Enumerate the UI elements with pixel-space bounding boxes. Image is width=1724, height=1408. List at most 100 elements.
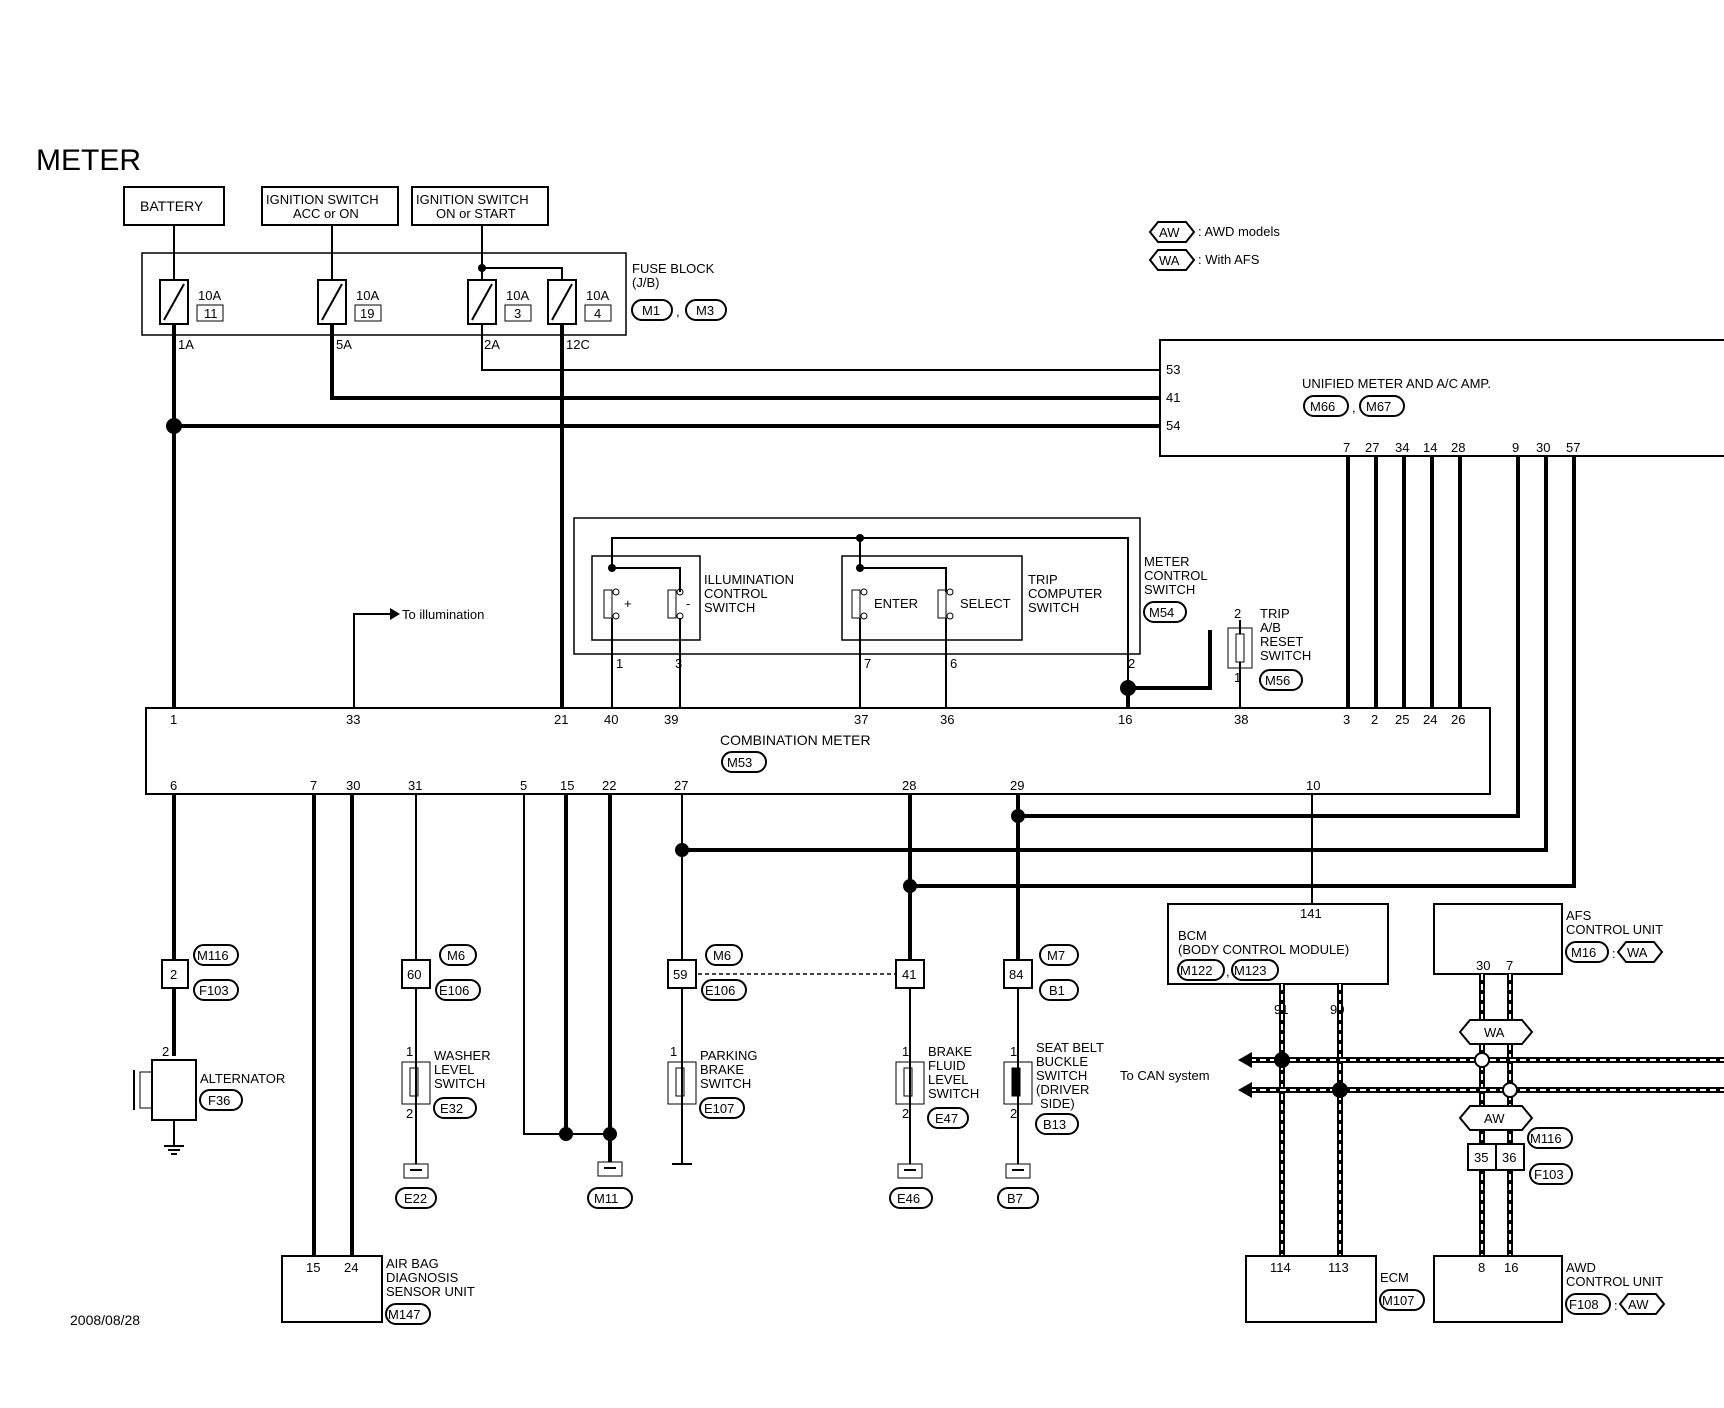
svg-text:2: 2	[902, 1106, 909, 1121]
svg-text:TRIP: TRIP	[1028, 572, 1058, 587]
svg-text:M7: M7	[1047, 948, 1065, 963]
fuse-conn-2	[685, 299, 727, 321]
fuse-4: 10A 4 12C	[547, 279, 612, 352]
svg-text:36: 36	[1502, 1150, 1516, 1165]
svg-text:,: ,	[1352, 400, 1356, 415]
fuse-block-box	[141, 252, 627, 336]
svg-text:7: 7	[1506, 958, 1513, 973]
svg-text:15: 15	[306, 1260, 320, 1275]
svg-text:M6: M6	[713, 948, 731, 963]
ign-acc-box	[261, 186, 399, 226]
svg-text:1: 1	[1234, 670, 1241, 685]
unified-meter-box	[1159, 339, 1724, 457]
svg-text:A/B: A/B	[1260, 620, 1281, 635]
illumination-control-switch	[591, 555, 701, 641]
afs-control-unit: AFS CONTROL UNIT M16 : WA 30 7	[1433, 903, 1664, 975]
svg-text:3: 3	[1343, 712, 1350, 727]
svg-text:METER: METER	[1144, 554, 1190, 569]
ign-acc-label-2: ACC or ON	[293, 206, 359, 221]
svg-text:B13: B13	[1043, 1117, 1066, 1132]
svg-text:35: 35	[1474, 1150, 1488, 1165]
svg-text:CONTROL UNIT: CONTROL UNIT	[1566, 1274, 1663, 1289]
svg-text:57: 57	[1566, 440, 1580, 455]
svg-text:E22: E22	[404, 1191, 427, 1206]
svg-text:37: 37	[854, 712, 868, 727]
washer-level-switch: 1 2 WASHER LEVEL SWITCH E32 E22	[395, 1044, 491, 1209]
svg-text:CONTROL: CONTROL	[1144, 568, 1208, 583]
svg-text:16: 16	[1118, 712, 1132, 727]
svg-text:M67: M67	[1366, 399, 1391, 414]
svg-text:COMPUTER: COMPUTER	[1028, 586, 1102, 601]
svg-text:AFS: AFS	[1566, 908, 1592, 923]
svg-text:24: 24	[1423, 712, 1437, 727]
svg-text:M54: M54	[1149, 605, 1174, 620]
ecm-module: 114 113 ECM M107	[1245, 1255, 1425, 1323]
svg-text:FLUID: FLUID	[928, 1058, 966, 1073]
connector-alternator: 2 M116 F103	[161, 944, 239, 1001]
svg-text:2: 2	[406, 1106, 413, 1121]
svg-text:,: ,	[676, 304, 680, 319]
connector-brake: 41	[895, 959, 925, 989]
awd-control-unit: 8 16 AWD CONTROL UNIT F108 : AW	[1433, 1255, 1666, 1323]
svg-text:38: 38	[1234, 712, 1248, 727]
diagram-date: 2008/08/28	[70, 1312, 140, 1328]
ign-on-box	[411, 186, 549, 226]
svg-text:11: 11	[204, 306, 218, 321]
svg-text:54: 54	[1166, 418, 1180, 433]
svg-text:SIDE): SIDE)	[1040, 1096, 1075, 1111]
svg-text:113: 113	[1328, 1260, 1349, 1275]
connector-washer: 60 M6 E106	[401, 944, 481, 1001]
svg-text:4: 4	[594, 306, 601, 321]
svg-text:CONTROL: CONTROL	[704, 586, 768, 601]
ign-on-label-2: ON or START	[436, 206, 516, 221]
svg-text:1A: 1A	[178, 337, 194, 352]
svg-text:39: 39	[664, 712, 678, 727]
svg-text:1: 1	[902, 1044, 909, 1059]
svg-text:15: 15	[560, 778, 574, 793]
svg-text:114: 114	[1270, 1260, 1291, 1275]
legend-wa-label: : With AFS	[1198, 252, 1260, 267]
fuse-conn-1	[631, 299, 673, 321]
svg-text:5A: 5A	[336, 337, 352, 352]
svg-text:2: 2	[1371, 712, 1378, 727]
svg-text:21: 21	[554, 712, 568, 727]
svg-text:E47: E47	[935, 1111, 958, 1126]
ground-m11: M11	[587, 1161, 633, 1209]
air-bag-sensor-unit: 15 24 AIR BAG DIAGNOSIS SENSOR UNIT M147	[281, 1255, 475, 1325]
svg-text:DIAGNOSIS: DIAGNOSIS	[386, 1270, 459, 1285]
wire-5a	[330, 324, 1160, 400]
svg-text:60: 60	[407, 967, 421, 982]
connector-seat: 84 M7 B1	[1003, 944, 1079, 1001]
svg-text:E106: E106	[439, 983, 469, 998]
svg-text:M123: M123	[1234, 963, 1267, 978]
svg-text:31: 31	[408, 778, 422, 793]
svg-text:WASHER: WASHER	[434, 1048, 491, 1063]
parking-brake-switch: 1 PARKING BRAKE SWITCH E107	[667, 1044, 758, 1165]
svg-text:SWITCH: SWITCH	[1144, 582, 1195, 597]
svg-text:53: 53	[1166, 362, 1180, 377]
svg-text:SEAT BELT: SEAT BELT	[1036, 1040, 1104, 1055]
svg-text:LEVEL: LEVEL	[928, 1072, 968, 1087]
plus-label: +	[624, 596, 632, 611]
svg-text:BRAKE: BRAKE	[700, 1062, 744, 1077]
svg-text:10A: 10A	[356, 288, 379, 303]
svg-text:AW: AW	[1628, 1297, 1649, 1312]
svg-text:10A: 10A	[586, 288, 609, 303]
svg-text:28: 28	[1451, 440, 1465, 455]
wire-2a	[481, 324, 1160, 371]
svg-text:2A: 2A	[484, 337, 500, 352]
svg-text:ILLUMINATION: ILLUMINATION	[704, 572, 794, 587]
svg-text:27: 27	[1365, 440, 1379, 455]
svg-text:M56: M56	[1265, 673, 1290, 688]
svg-text:7: 7	[310, 778, 317, 793]
svg-text:7: 7	[864, 656, 871, 671]
legend-aw-code: AW	[1159, 225, 1180, 240]
svg-text:6: 6	[950, 656, 957, 671]
svg-text:2: 2	[170, 967, 177, 982]
svg-text:30: 30	[1536, 440, 1550, 455]
svg-text:F108: F108	[1569, 1297, 1599, 1312]
svg-text:SWITCH: SWITCH	[704, 600, 755, 615]
svg-text:ECM: ECM	[1380, 1270, 1409, 1285]
svg-text:41: 41	[902, 967, 916, 982]
svg-text:1: 1	[170, 712, 177, 727]
